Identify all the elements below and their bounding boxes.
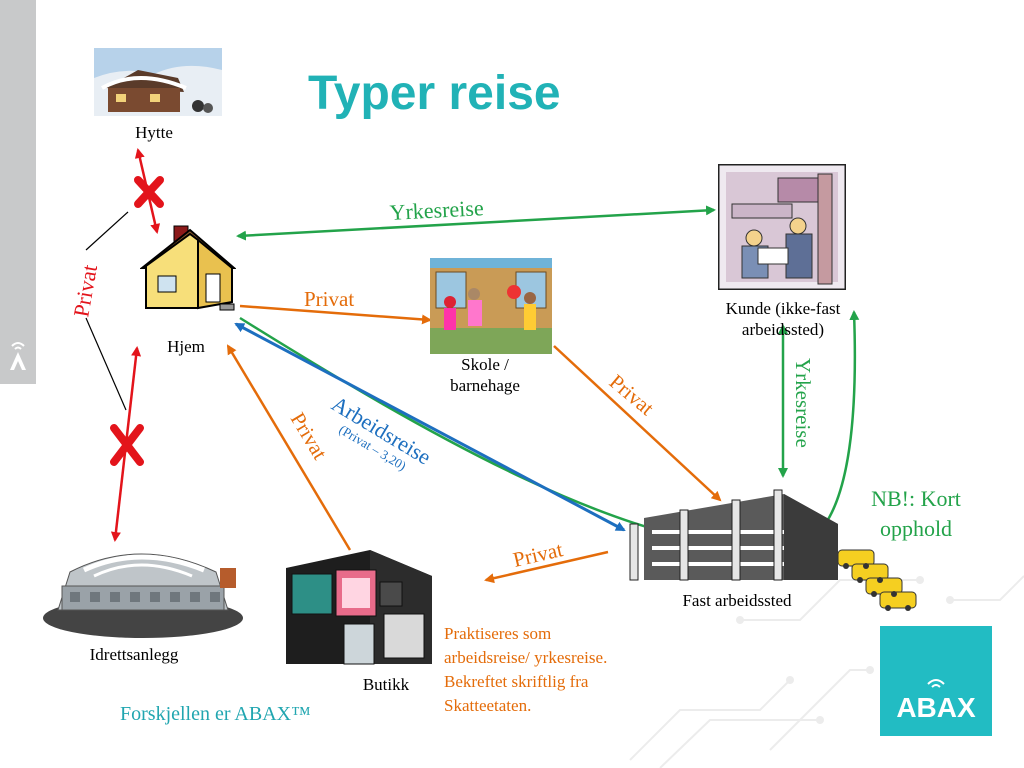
brace-line-top (85, 211, 129, 251)
abax-brand-box: ABAX (880, 626, 992, 736)
brace-line-bottom (85, 317, 127, 411)
label-idrett: Idrettsanlegg (89, 645, 179, 664)
label-yrkesreise-top: Yrkesreise (389, 195, 484, 225)
arrow-yrkesreise-top (236, 205, 716, 241)
note-practice: Praktiseres som arbeidsreise/ yrkesreise… (444, 622, 674, 718)
arrow-privat-skole (239, 304, 432, 325)
slide-title: Typer reise (308, 67, 561, 120)
school-image (430, 258, 552, 354)
cabin-image (94, 48, 222, 116)
arrow-arbeidsreise (234, 322, 626, 532)
sidebar-strip (0, 0, 36, 384)
customer-workers-image (718, 164, 846, 290)
cross-mark-icon (134, 176, 164, 208)
label-privat-left: Privat (68, 263, 102, 319)
label-kunde: Kunde (ikke-fast arbeidssted) (700, 298, 866, 340)
note-line-2: arbeidsreise/ yrkesreise. (444, 648, 608, 667)
nb-note-line1: NB!: Kort (871, 486, 961, 511)
label-privat-skole: Privat (304, 287, 354, 311)
label-skole: Skole / barnehage (430, 354, 540, 396)
label-privat-butikk: Privat (511, 537, 565, 572)
note-line-3: Bekreftet skriftlig fra (444, 672, 589, 691)
tagline: Forskjellen er ABAX™ (120, 703, 311, 725)
label-skole-line2: barnehage (450, 376, 520, 395)
label-kunde-line1: Kunde (ikke-fast (725, 299, 841, 318)
label-skole-line1: Skole / (461, 355, 509, 374)
nb-note-line2: opphold (879, 516, 953, 541)
taxi-fleet-icon (837, 549, 917, 611)
arrow-privat-fast-butikk (484, 550, 609, 584)
arrow-privat-skole-fast (553, 345, 722, 502)
label-kunde-line2: arbeidssted) (741, 320, 825, 339)
label-butikk: Butikk (362, 675, 410, 694)
label-hytte: Hytte (135, 123, 173, 142)
cross-mark-icon (110, 424, 144, 466)
stadium-image (43, 553, 243, 638)
abax-small-logo-icon (10, 342, 26, 370)
nb-note: NB!: Kort opphold (858, 484, 974, 544)
label-fast: Fast arbeidssted (682, 591, 792, 610)
office-building-image (629, 489, 838, 581)
label-privat-diag: Privat (605, 369, 659, 420)
label-yrkesreise-right: Yrkesreise (791, 358, 815, 448)
wifi-signal-icon (927, 679, 945, 688)
note-line-4: Skatteetaten. (444, 696, 532, 715)
shop-building-image (286, 550, 432, 665)
label-hjem: Hjem (167, 337, 205, 356)
abax-logo-text: ABAX (896, 692, 976, 723)
house-icon (140, 225, 236, 311)
arrow-privat-butikk-hjem (226, 344, 352, 551)
note-line-1: Praktiseres som (444, 624, 552, 643)
